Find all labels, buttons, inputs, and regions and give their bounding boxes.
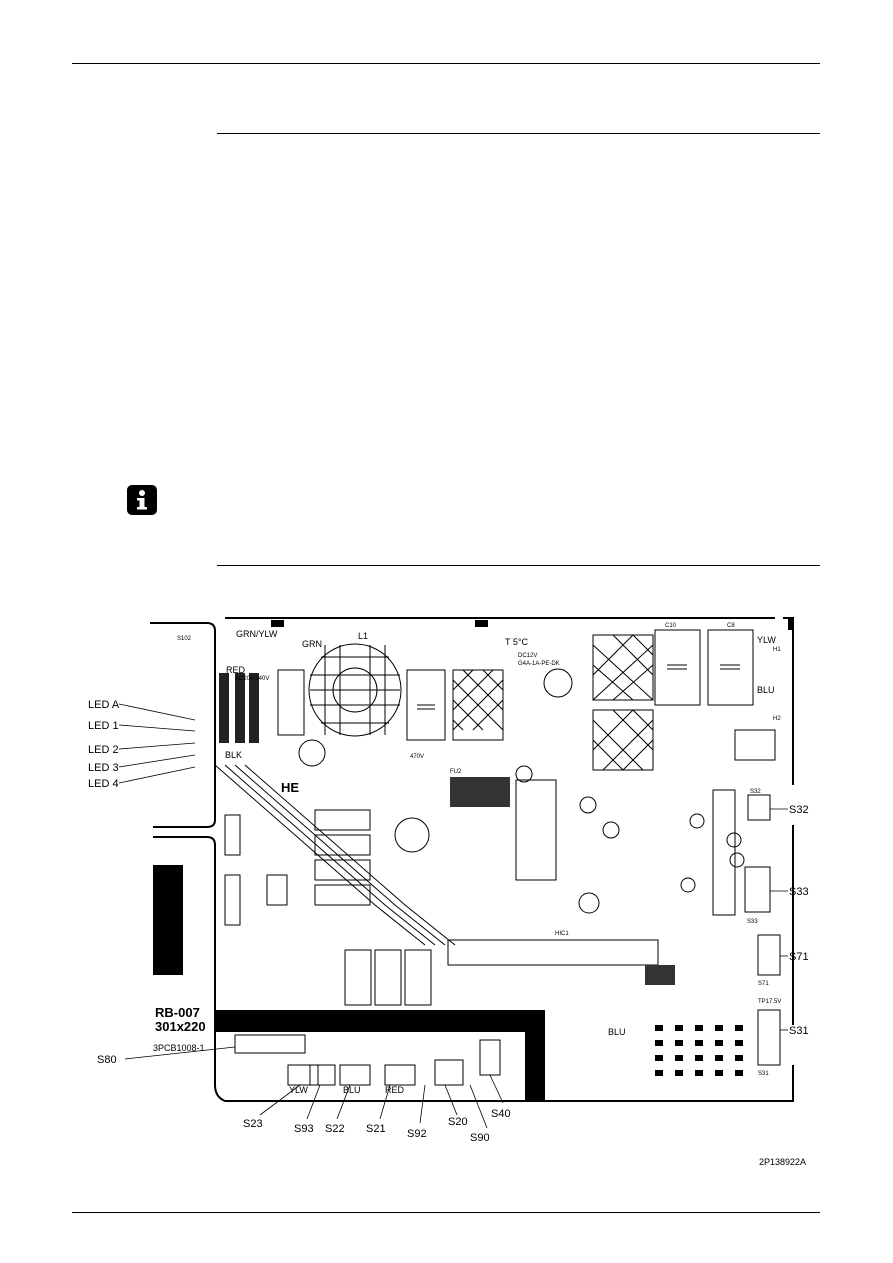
s22-label: S22 [325,1123,345,1135]
silk-red-bottom: RED [385,1085,405,1095]
silk-s71-small: S71 [758,981,769,987]
s23-label: S23 [243,1118,263,1130]
silk-ac-range: AC200-240V [235,676,269,682]
info-icon [127,485,157,515]
section-rule-top [217,133,820,134]
relay-block-left-2 [235,673,245,743]
silk-c10: C10 [665,623,677,629]
silk-s33-small: S33 [747,919,758,925]
board-outline [150,617,794,1102]
silk-blu-small: BLU [608,1027,626,1037]
s90-label: S90 [470,1132,490,1144]
figure-reference: 2P138922A [759,1157,807,1167]
silk-ylw-bottom: YLW [289,1085,308,1095]
led-4-label: LED 4 [88,778,119,790]
silk-blu: BLU [757,685,775,695]
silk-hic1: HIC1 [555,931,569,937]
section-rule-bottom [217,565,820,566]
part-number: 3PCB1008-1 [153,1043,205,1053]
relay-block-left [219,673,229,743]
s32-label: S32 [789,804,809,816]
capacitors [298,629,754,914]
silk-tp: TP17.5V [758,999,781,1005]
marking-he: HE [281,780,299,795]
silk-h1: H1 [773,647,781,653]
s93-label: S93 [294,1123,314,1135]
header-rule [72,63,820,64]
relay-block-left-3 [249,673,259,743]
silk-blk: BLK [225,750,242,760]
left-black-band [153,865,183,975]
pcb-layout-figure: S102 GRN/YLW GRN RED AC200-240V BLK L1 T… [88,617,809,1144]
silk-s31-small: S31 [758,1071,769,1077]
silk-h2: H2 [773,716,781,722]
corner-mark-top [271,620,284,627]
inductor-l1 [308,643,402,737]
silk-grn: GRN [302,639,322,649]
component-rows-right [655,1025,743,1076]
footer-rule [72,1212,820,1213]
s33-label: S33 [789,886,809,898]
ribbon-diagonal [214,764,456,946]
silk-blu-bottom: BLU [343,1085,361,1095]
silk-temp: T 5°C [505,637,528,647]
silk-l1: L1 [358,631,368,641]
board-id: RB-007 [155,1005,200,1020]
silk-fu2: FU2 [450,769,462,775]
silk-s32-small: S32 [750,789,761,795]
silk-relay-type: G4A-1A-PE-DK [518,661,560,667]
corner-mark-mid [475,620,488,627]
right-black-band [525,1010,545,1100]
silk-grn-ylw: GRN/YLW [236,629,278,639]
s31-label: S31 [789,1025,809,1037]
led-1-label: LED 1 [88,720,119,732]
components-misc [224,669,776,1006]
s40-label: S40 [491,1108,511,1120]
led-a-label: LED A [88,699,120,711]
right-leader-lines [770,808,788,1031]
led-leader-lines [118,703,196,784]
bottom-connectors [234,1034,501,1086]
silk-varistor: 470V [410,754,424,760]
led-2-label: LED 2 [88,744,119,756]
bottom-black-band [215,1010,545,1027]
silk-red: RED [226,665,246,675]
board-size: 301x220 [155,1019,206,1034]
silk-ylw: YLW [757,635,776,645]
s21-label: S21 [366,1123,386,1135]
silk-s102: S102 [177,636,192,642]
s92-label: S92 [407,1128,427,1140]
silk-c8: C8 [727,623,735,629]
s80-label: S80 [97,1054,117,1066]
led-3-label: LED 3 [88,762,119,774]
bottom-leader-lines [124,1046,504,1129]
s71-label: S71 [789,951,809,963]
corner-mark-top-right [788,618,794,630]
silk-relay-coil: DC12V [518,653,537,659]
connector-s32 [744,794,781,1066]
s20-label: S20 [448,1116,468,1128]
heatsink-hic [450,777,675,985]
filter-coils [452,634,654,771]
bottom-black-band-2 [215,1027,545,1032]
